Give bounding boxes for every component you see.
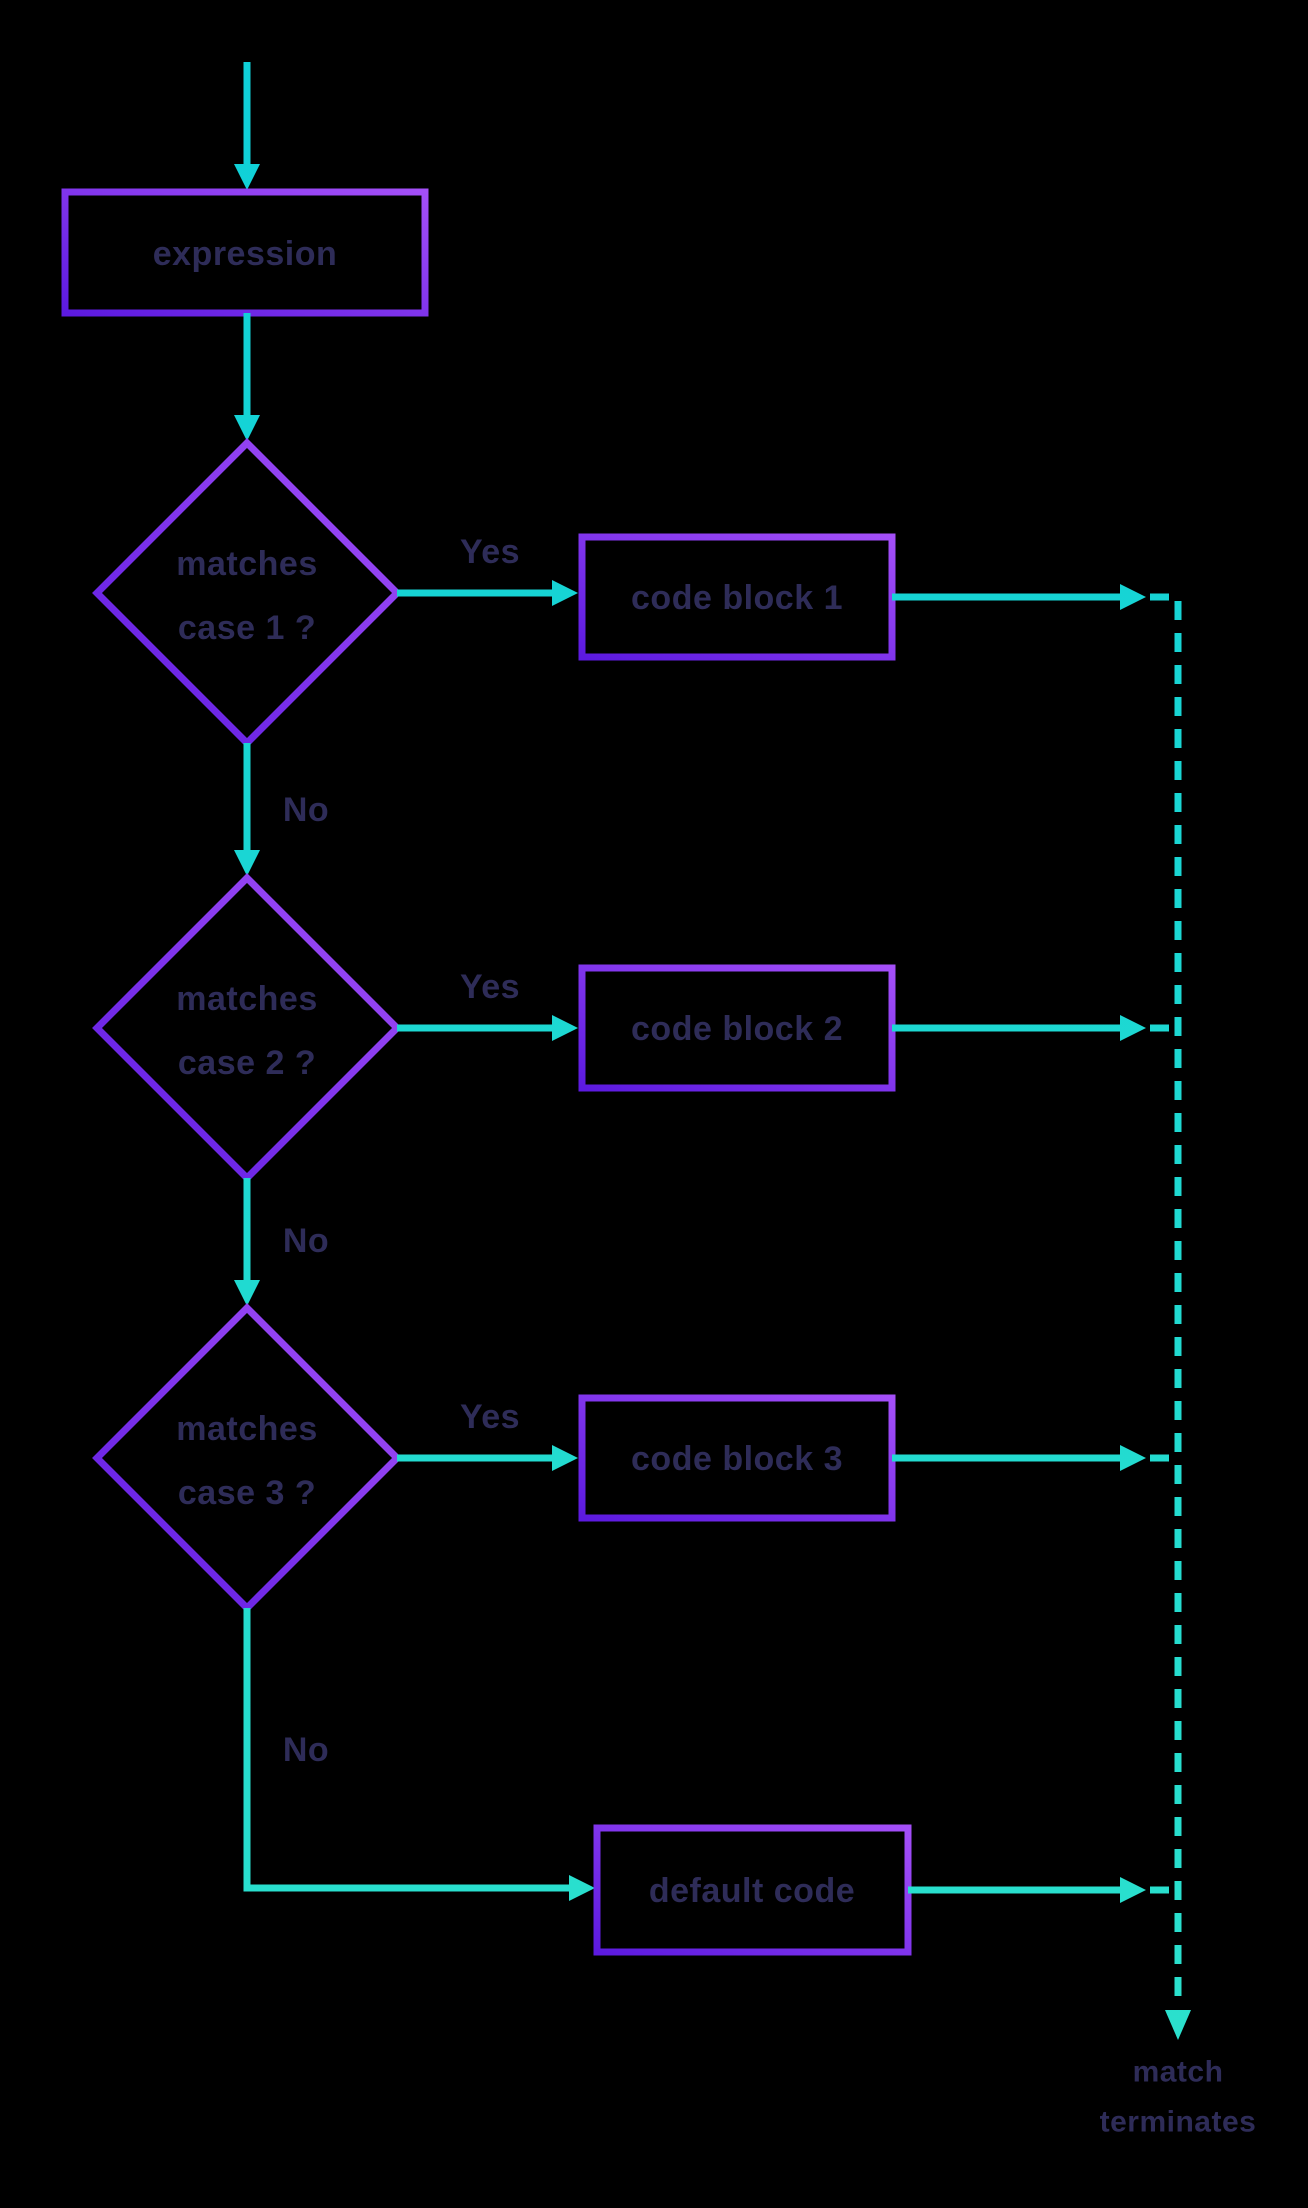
node-expression: expression xyxy=(61,188,429,317)
case3-diamond xyxy=(92,1303,402,1613)
yes1-arrowhead xyxy=(552,580,578,606)
arrow-start-arrowhead xyxy=(234,164,260,190)
no1-label: No xyxy=(283,791,329,829)
node-default-code: default code xyxy=(593,1824,912,1956)
code-block-2-label: code block 2 xyxy=(631,1010,843,1048)
edge-no2: No xyxy=(234,1178,329,1306)
block2-merge-arrowhead xyxy=(1120,1015,1146,1041)
expression-label: expression xyxy=(153,235,338,273)
arrow-default-to-merge xyxy=(908,1877,1146,1903)
case2-diamond xyxy=(92,873,402,1183)
edge-yes1: Yes xyxy=(397,533,578,606)
terminal-label: match terminates xyxy=(1100,2056,1257,2139)
case1-label-line1: matches xyxy=(176,545,317,583)
edge-yes3: Yes xyxy=(397,1398,578,1471)
case2-label-line2: case 2 ? xyxy=(178,1044,316,1082)
yes2-label: Yes xyxy=(460,968,520,1006)
node-case3-decision: matches case 3 ? xyxy=(92,1303,402,1613)
node-code-block-2: code block 2 xyxy=(578,964,896,1092)
code-block-1-label: code block 1 xyxy=(631,579,843,617)
yes1-label: Yes xyxy=(460,533,520,571)
arrow-expression-arrowhead xyxy=(234,415,260,441)
arrow-expression-to-case1 xyxy=(234,313,260,441)
block1-merge-arrowhead xyxy=(1120,584,1146,610)
no2-arrowhead xyxy=(234,1280,260,1306)
no3-arrowhead xyxy=(569,1875,595,1901)
no2-label: No xyxy=(283,1222,329,1260)
node-code-block-3: code block 3 xyxy=(578,1394,896,1522)
default-merge-arrowhead xyxy=(1120,1877,1146,1903)
arrow-start-to-expression xyxy=(234,62,260,190)
case3-label-line2: case 3 ? xyxy=(178,1474,316,1512)
no3-label: No xyxy=(283,1731,329,1769)
edge-no1: No xyxy=(234,743,329,876)
terminal-arrowhead xyxy=(1165,2010,1191,2040)
case3-label-line1: matches xyxy=(176,1410,317,1448)
yes3-arrowhead xyxy=(552,1445,578,1471)
yes2-arrowhead xyxy=(552,1015,578,1041)
case1-diamond xyxy=(92,438,402,748)
arrow-block3-to-merge xyxy=(892,1445,1146,1471)
case2-label-line1: matches xyxy=(176,980,317,1018)
edge-yes2: Yes xyxy=(397,968,578,1041)
edge-no3: No xyxy=(243,1608,595,1901)
node-code-block-1: code block 1 xyxy=(578,533,896,661)
node-case1-decision: matches case 1 ? xyxy=(92,438,402,748)
terminal-label-line2: terminates xyxy=(1100,2106,1257,2139)
merge-dashed-line xyxy=(1150,593,1182,2006)
no3-elbow-line xyxy=(243,1608,571,1892)
default-code-label: default code xyxy=(649,1872,855,1910)
merge-rail xyxy=(1150,593,1191,2040)
node-case2-decision: matches case 2 ? xyxy=(92,873,402,1183)
yes3-label: Yes xyxy=(460,1398,520,1436)
block3-merge-arrowhead xyxy=(1120,1445,1146,1471)
arrow-block1-to-merge xyxy=(892,584,1146,610)
case1-label-line2: case 1 ? xyxy=(178,609,316,647)
arrow-block2-to-merge xyxy=(892,1015,1146,1041)
no1-arrowhead xyxy=(234,850,260,876)
terminal-label-line1: match xyxy=(1133,2056,1224,2089)
code-block-3-label: code block 3 xyxy=(631,1440,843,1478)
